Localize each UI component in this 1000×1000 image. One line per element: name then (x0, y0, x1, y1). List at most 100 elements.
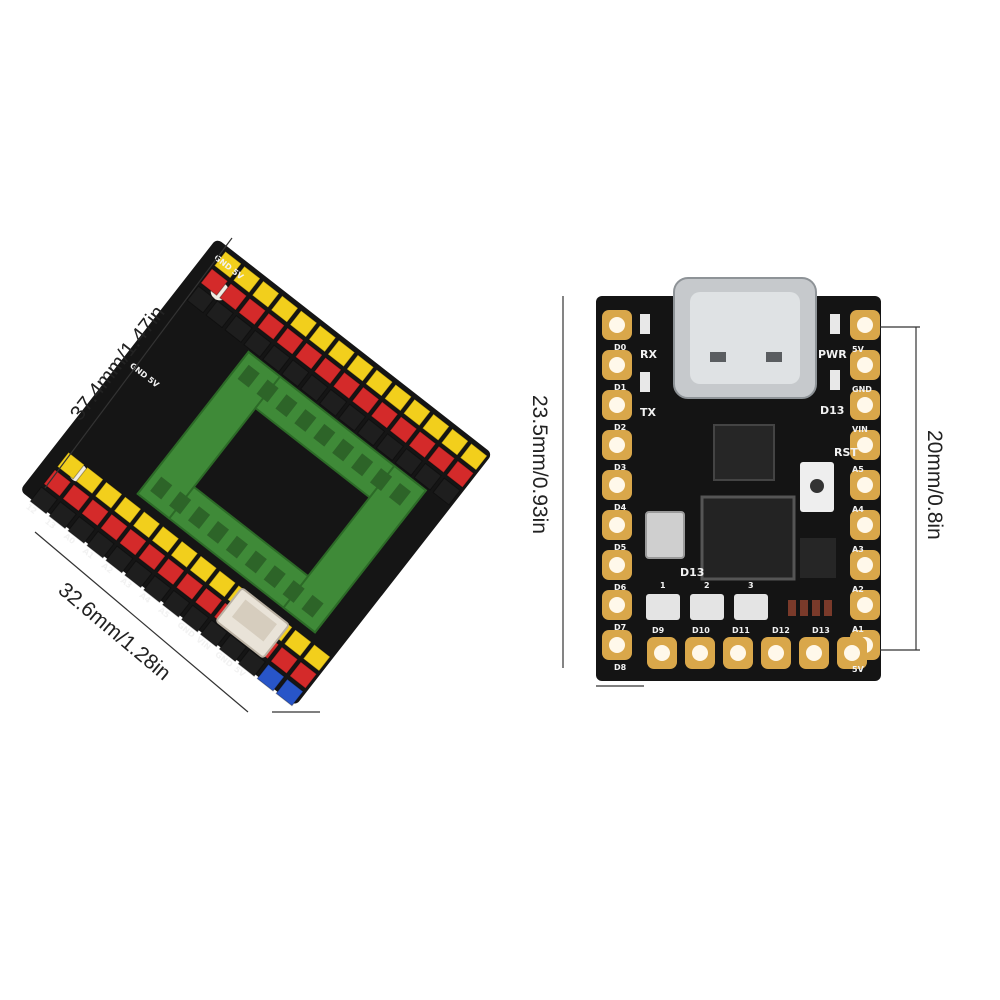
header-pin-block (62, 483, 91, 512)
header-pin-block (313, 356, 342, 385)
header-pin-block (356, 418, 386, 447)
header-pin-block (194, 587, 223, 616)
header-pin-block (327, 339, 356, 368)
board-dimension-lines (562, 296, 920, 687)
pwr-led (830, 314, 840, 334)
header-pin-block (281, 359, 310, 388)
header-pin-block (132, 510, 161, 539)
header-pin-block (48, 501, 77, 530)
socket-hole (332, 438, 355, 462)
rgb-led (734, 594, 768, 620)
smd-resistor (788, 600, 796, 616)
header-pin-block (105, 545, 134, 574)
bottom-pin-label: D9 (652, 626, 665, 635)
left-pin-pads (602, 310, 632, 660)
smd-resistor (800, 600, 808, 616)
pin-hole (609, 557, 625, 573)
left-pin-label: D8 (614, 663, 627, 672)
header-pin-block (170, 540, 199, 569)
socket-hole (169, 491, 192, 515)
header-pin-block (75, 466, 104, 495)
header-pin-block (275, 327, 305, 356)
header-pin-block (143, 575, 172, 603)
header-pin-block (205, 300, 234, 329)
bottom-header-rows (29, 451, 331, 707)
header-pin-block (432, 477, 461, 506)
header-pin-block (81, 498, 110, 527)
rst-label: RST (834, 446, 858, 459)
header-pin-block (289, 661, 318, 690)
socket-hole (282, 580, 305, 603)
header-pin-block (189, 555, 218, 584)
pin-hole (654, 645, 670, 661)
usb-c-connector (673, 277, 817, 399)
header-pin-block (413, 462, 442, 491)
header-pin-block (199, 619, 229, 648)
pin-hole (844, 645, 860, 661)
socket-hole (263, 565, 286, 589)
smd-resistor (824, 600, 832, 616)
header-pin-block (275, 678, 304, 707)
pin-hole (768, 645, 784, 661)
header-pin-block (365, 368, 394, 397)
socket-hole (351, 453, 374, 477)
right-pin-label: VIN (852, 425, 868, 434)
usb-serial-chip (713, 424, 775, 481)
header-pin-block (180, 604, 210, 633)
rgb-led-number: 3 (748, 581, 754, 590)
mcu-chip (700, 495, 796, 581)
header-pin-block (186, 285, 215, 314)
left-pin-label: D0 (614, 343, 627, 352)
header-pin-block (283, 629, 312, 657)
header-pin-block (289, 309, 318, 338)
pin-hole (857, 517, 873, 533)
header-pin-block (270, 295, 299, 323)
bottom-pin-label: D10 (692, 626, 710, 635)
pin-hole (857, 597, 873, 613)
d13-lower-label: D13 (680, 566, 704, 579)
shield-dimension-lines (34, 237, 320, 713)
pin-hole (857, 437, 873, 453)
pin-hole (692, 645, 708, 661)
header-pin-block (218, 634, 248, 663)
white-jst-connector (216, 588, 289, 658)
header-pin-block (156, 557, 185, 586)
header-pin-block (94, 481, 123, 510)
socket-hole (225, 535, 248, 559)
header-pin-block (370, 401, 399, 429)
header-pin-block (346, 354, 375, 383)
header-pin-block (56, 451, 85, 480)
header-pin-block (421, 413, 450, 442)
pin-hole (609, 317, 625, 333)
right-pin-label: A3 (852, 545, 864, 554)
top-header-rows (186, 250, 488, 506)
header-pin-block (151, 525, 180, 554)
right-pin-label: 5V (852, 665, 865, 674)
header-pin-block (200, 268, 229, 297)
bottom-pin-label: D13 (812, 626, 830, 635)
header-pin-block (208, 569, 237, 598)
rgb-led (690, 594, 724, 620)
header-pin-block (237, 297, 267, 326)
header-pin-block (113, 496, 142, 524)
rgb-led-number: 2 (704, 581, 710, 590)
header-pin-block (162, 589, 191, 618)
header-pin-block (375, 433, 404, 462)
pin-hole (806, 645, 822, 661)
reset-button-cap (810, 479, 824, 493)
rx-led (640, 314, 650, 334)
header-pin-block (389, 415, 418, 444)
bottom-pin-label: D12 (772, 626, 790, 635)
header-pin-block (86, 530, 115, 559)
shield-pcb (22, 240, 491, 704)
header-pin-block (408, 430, 437, 459)
header-pin-block (402, 398, 432, 427)
pin-hole (609, 397, 625, 413)
left-pin-label: D3 (614, 463, 626, 472)
left-pin-label: D4 (614, 503, 627, 512)
header-pin-block (243, 329, 272, 358)
right-pin-label: A4 (852, 505, 864, 514)
pin-hole (609, 597, 625, 613)
right-pin-pads (850, 310, 880, 660)
